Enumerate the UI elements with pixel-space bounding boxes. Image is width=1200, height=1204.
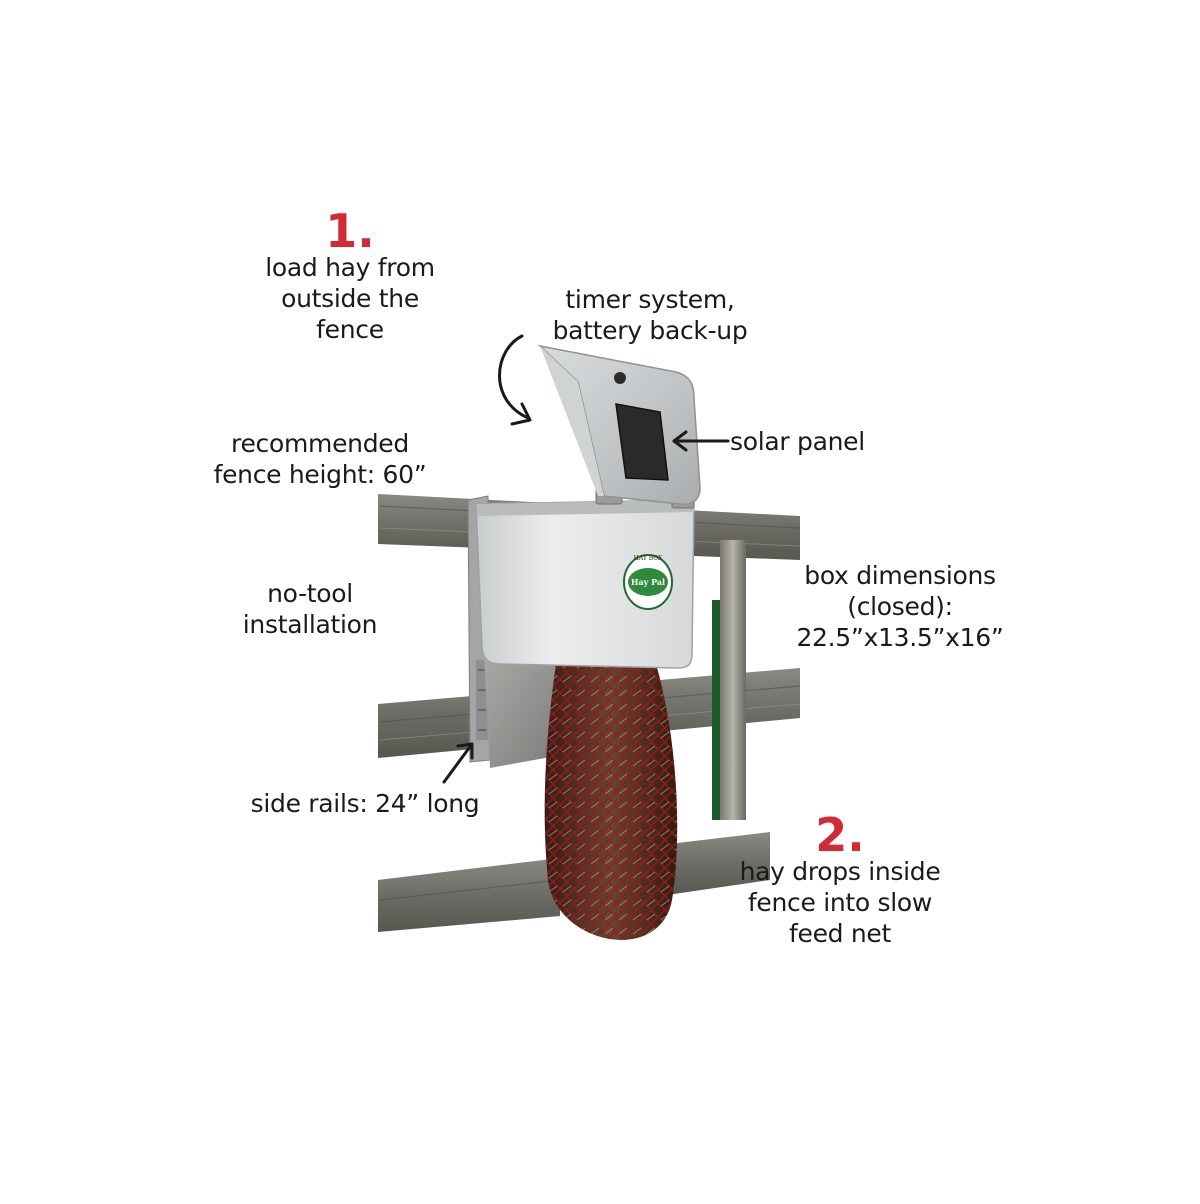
- fence-height-callout: recommended fence height: 60”: [213, 429, 427, 489]
- timer-knob: [614, 372, 626, 384]
- step-2-number: 2.: [815, 808, 865, 862]
- arrow-left-head: [672, 430, 688, 452]
- arrow-up-head: [456, 742, 474, 760]
- dimensions-callout: box dimensions (closed): 22.5”x13.5”x16”: [796, 561, 1004, 652]
- step-2-text: hay drops inside fence into slow feed ne…: [739, 857, 941, 948]
- arrow-up-icon: [442, 742, 474, 784]
- logo-main-text: Hay Pal: [631, 577, 665, 587]
- fence-post: [720, 540, 746, 820]
- no-tool-callout: no-tool installation: [242, 579, 378, 639]
- side-rails-callout: side rails: 24” long: [250, 789, 480, 818]
- logo-top-text: HAY BOX: [634, 555, 664, 562]
- curved-arrow-icon: [498, 334, 530, 420]
- hay-box-body: [475, 499, 695, 669]
- step-1-number: 1.: [325, 204, 375, 258]
- timer-callout: timer system, battery back-up: [552, 285, 748, 345]
- hay-pal-logo: HAY BOX Hay Pal: [623, 554, 673, 610]
- bottom-plate: [484, 656, 556, 768]
- solar-callout: solar panel: [730, 427, 865, 456]
- step-1-text: load hay from outside the fence: [265, 253, 435, 344]
- green-stake: [712, 600, 720, 820]
- curved-arrow-head: [510, 402, 532, 426]
- solar-panel: [615, 403, 669, 481]
- slow-feed-net: [544, 664, 678, 940]
